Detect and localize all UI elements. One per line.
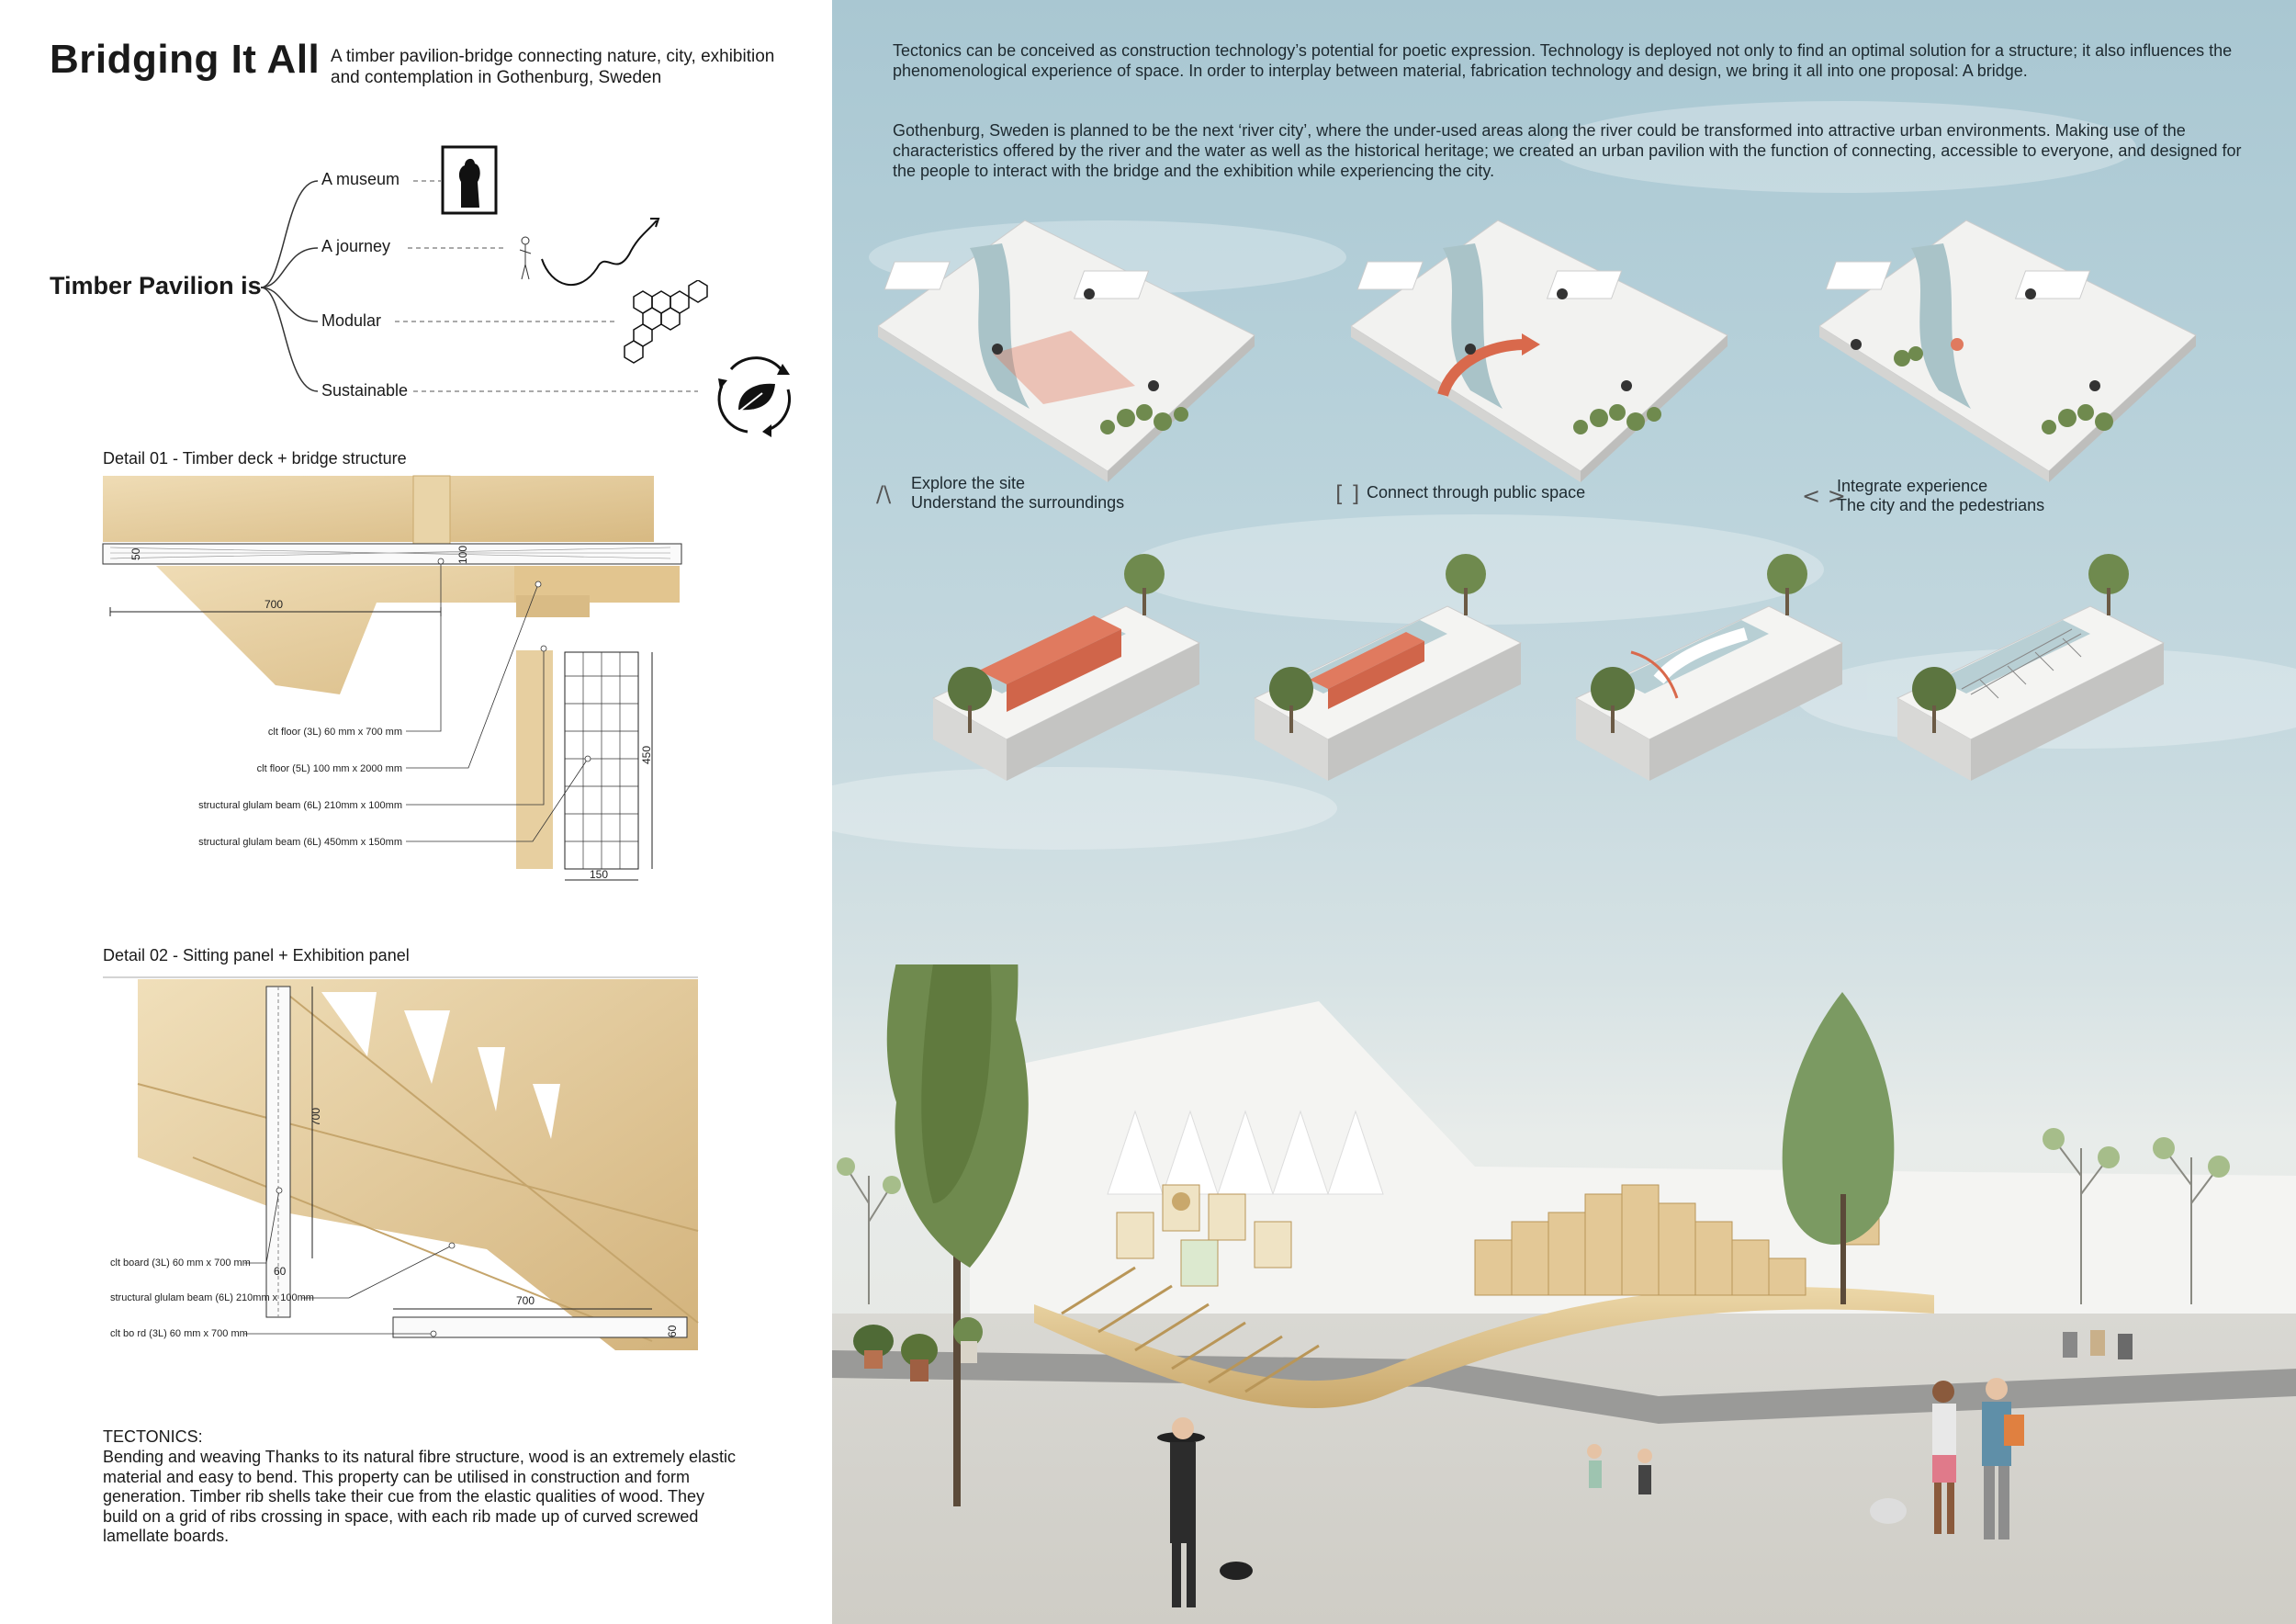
large-tree: [886, 964, 1029, 1506]
concept-tree-lines: [260, 180, 698, 392]
step1-symbol-icon: /\: [876, 481, 892, 507]
site-map-2: [1350, 220, 1728, 482]
detail2-note-2: structural glulam beam (6L) 210mm x 100m…: [110, 1292, 314, 1303]
detail1-note-3: structural glulam beam (6L) 210mm x 100m…: [198, 800, 402, 811]
step1-line2: Understand the surroundings: [911, 493, 1125, 512]
step2-label: Connect through public space: [1367, 483, 1585, 502]
massing-diagrams-row: [931, 554, 2166, 781]
detail1-dim-450: 450: [640, 746, 653, 764]
walking-person-icon: [519, 218, 660, 287]
detail1-dim-100: 100: [456, 546, 469, 564]
detail2-dim-60a: 60: [274, 1265, 287, 1278]
detail2-note-1: clt board (3L) 60 mm x 700 mm: [110, 1257, 251, 1269]
detail1-dim-50: 50: [129, 547, 142, 560]
concept-label: Timber Pavilion is: [50, 272, 262, 299]
step1-line1: Explore the site: [911, 474, 1026, 492]
concept-branch-museum: A museum: [321, 170, 400, 188]
tectonics-heading: TECTONICS:: [103, 1427, 203, 1446]
pavilion-perspective-render: [832, 964, 2296, 1624]
intro-paragraph-1: Tectonics can be conceived as constructi…: [893, 41, 2233, 80]
step1-label: Explore the site Understand the surround…: [911, 474, 1124, 513]
massing-4: [1896, 554, 2166, 781]
man-in-hat: [1157, 1417, 1205, 1607]
recycle-leaf-icon: [717, 356, 791, 437]
concept-branch-modular: Modular: [321, 311, 382, 330]
detail2-dim-700a: 700: [310, 1108, 322, 1126]
dog-white: [1870, 1498, 1907, 1524]
couple: [1932, 1378, 2024, 1539]
right-panel: Tectonics can be conceived as constructi…: [832, 0, 2296, 1624]
step2-line1: Connect through public space: [1367, 483, 1586, 502]
detail1-dim-150: 150: [590, 868, 608, 881]
detail1-dim-700: 700: [264, 598, 283, 611]
detail2-note-3: clt bo rd (3L) 60 mm x 700 mm: [110, 1328, 248, 1339]
tectonics-body: Bending and weaving Thanks to its natura…: [103, 1448, 737, 1545]
dog-black: [1220, 1562, 1253, 1580]
concept-branch-sustainable: Sustainable: [321, 381, 409, 400]
detail1-title: Detail 01 - Timber deck + bridge structu…: [103, 449, 407, 468]
page-subtitle: A timber pavilion-bridge connecting natu…: [331, 47, 775, 87]
step2-symbol-icon: [ ]: [1335, 481, 1360, 507]
framed-statue-icon: [441, 145, 498, 215]
white-building: [970, 1001, 2296, 1314]
site-map-3: [1818, 220, 2197, 482]
intro-paragraph-2: Gothenburg, Sweden is planned to be the …: [893, 121, 2242, 180]
massing-3: [1574, 554, 1844, 781]
detail1-drawing: 700 50 100 450 150 clt floor (3L) 60 mm …: [102, 475, 682, 881]
step3-line2: The city and the pedestrians: [1837, 496, 2045, 514]
detail1-note-4: structural glulam beam (6L) 450mm x 150m…: [198, 837, 402, 848]
step3-label: Integrate experience The city and the pe…: [1837, 477, 2044, 515]
step3-symbol-icon: < >: [1802, 483, 1846, 509]
seated-people: [2063, 1330, 2133, 1359]
massing-1: [931, 554, 1201, 781]
detail1-note-2: clt floor (5L) 100 mm x 2000 mm: [257, 763, 402, 774]
people: [1157, 1330, 2133, 1607]
site-maps-row: [877, 220, 2197, 482]
site-map-1: [877, 220, 1255, 482]
hexagon-cluster-icon: [624, 280, 708, 364]
detail2-dim-60b: 60: [666, 1325, 679, 1337]
right-tree: [1782, 992, 1895, 1304]
step3-line1: Integrate experience: [1837, 477, 1988, 495]
detail2-drawing: 700 60 700 60 clt board (3L) 60 mm x 700…: [103, 976, 699, 1350]
potted-plants: [853, 1317, 983, 1382]
children: [1587, 1444, 1652, 1494]
detail2-dim-700b: 700: [516, 1294, 535, 1307]
detail2-title: Detail 02 - Sitting panel + Exhibition p…: [103, 946, 410, 964]
left-panel: Bridging It All A timber pavilion-bridge…: [0, 0, 832, 1624]
concept-branch-journey: A journey: [321, 237, 391, 255]
page-title: Bridging It All: [50, 37, 321, 82]
massing-2: [1253, 554, 1523, 781]
detail1-note-1: clt floor (3L) 60 mm x 700 mm: [268, 727, 402, 738]
